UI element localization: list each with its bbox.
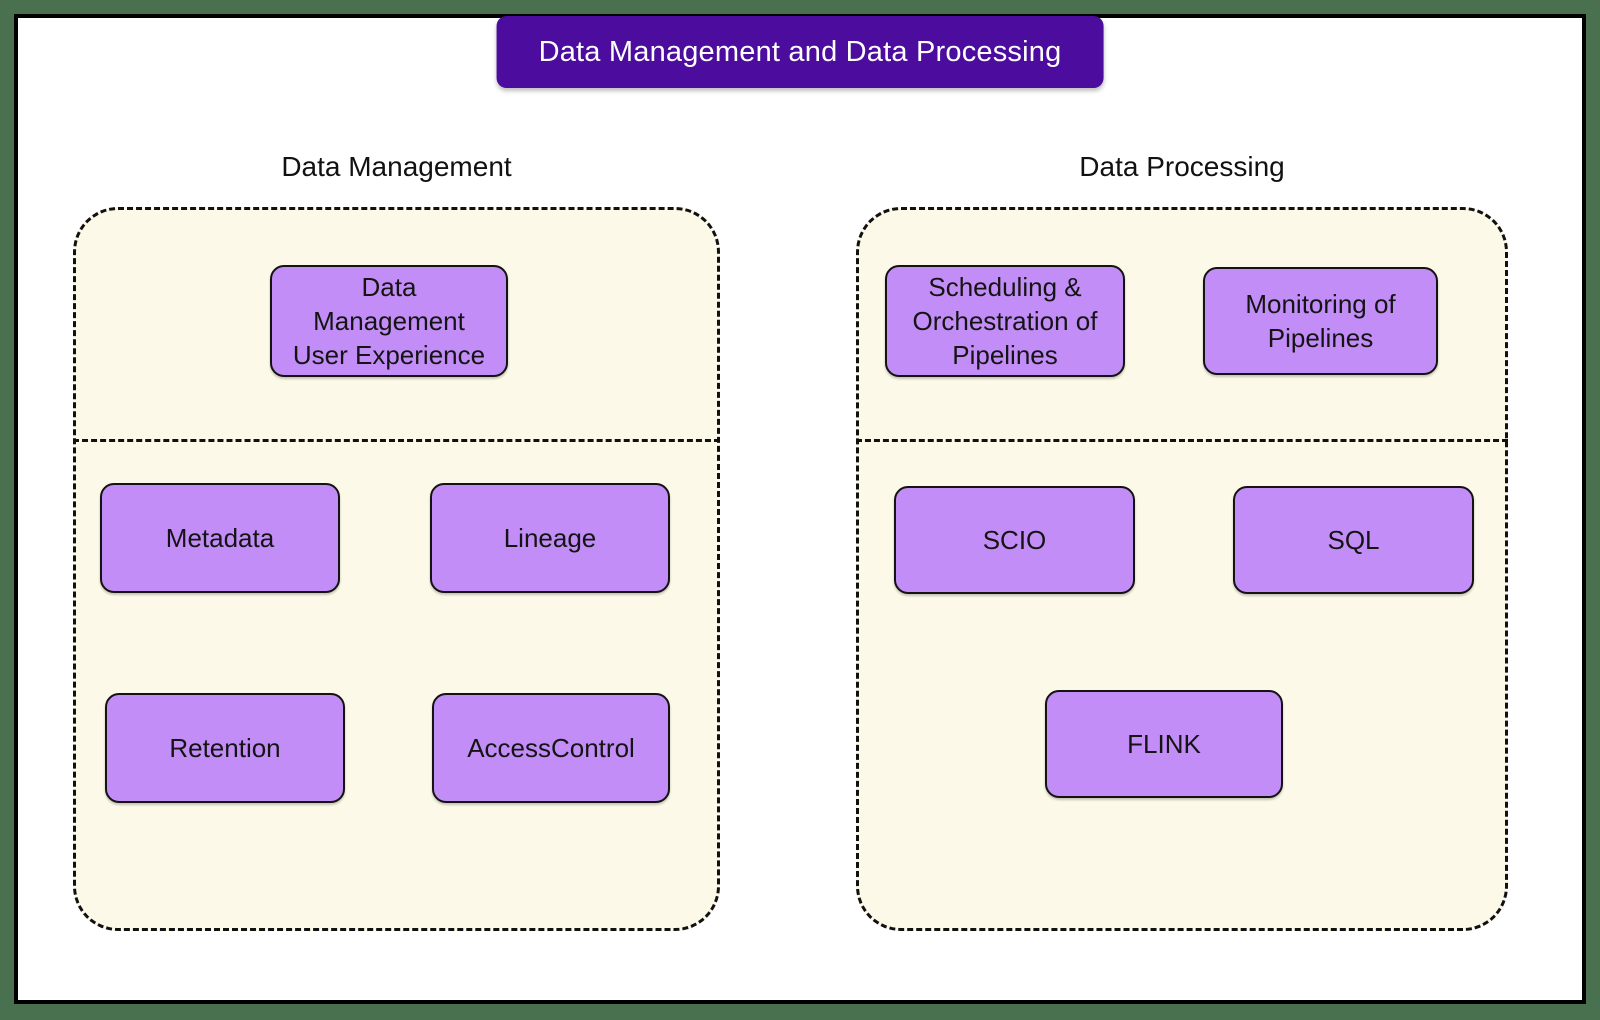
- node-accesscontrol: AccessControl: [432, 693, 670, 803]
- node-scheduling-orchestration-of-pipelines: Scheduling & Orchestration of Pipelines: [885, 265, 1125, 377]
- diagram-title-badge: Data Management and Data Processing: [496, 16, 1104, 88]
- group-title-data-processing: Data Processing: [1079, 151, 1285, 182]
- node-retention: Retention: [105, 693, 345, 803]
- diagram-title: Data Management and Data Processing: [538, 35, 1062, 68]
- node-scio: SCIO: [894, 486, 1135, 594]
- node-lineage: Lineage: [430, 483, 670, 593]
- node-metadata: Metadata: [100, 483, 340, 593]
- section-divider: [73, 439, 720, 442]
- section-divider: [856, 439, 1508, 442]
- node-flink: FLINK: [1045, 690, 1283, 798]
- node-sql: SQL: [1233, 486, 1474, 594]
- node-data-management-user-experience: Data Management User Experience: [270, 265, 508, 377]
- group-title-data-management: Data Management: [281, 151, 512, 182]
- node-monitoring-of-pipelines: Monitoring of Pipelines: [1203, 267, 1438, 375]
- diagram-card: Data Management and Data Processing Data…: [14, 14, 1586, 1004]
